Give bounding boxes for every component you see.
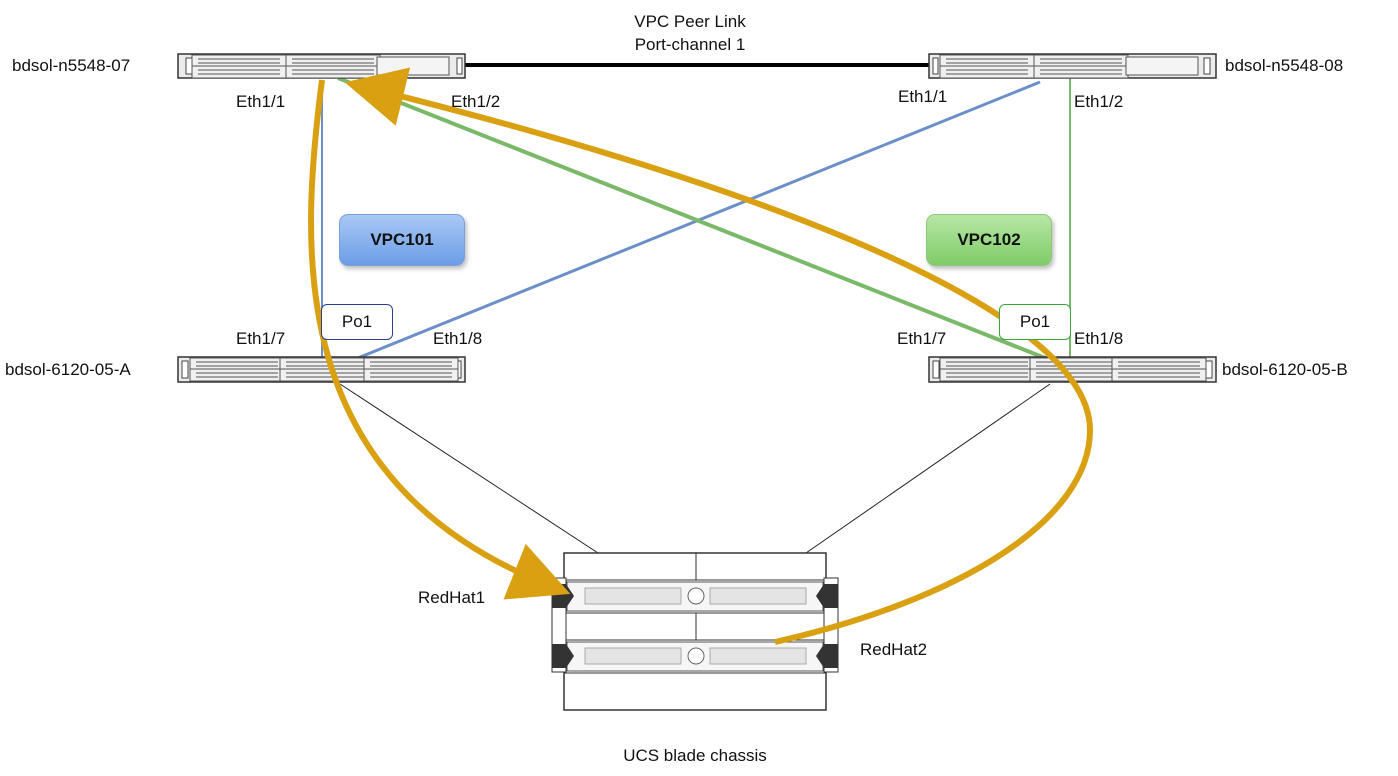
switch-fi-a-name: bdsol-6120-05-A xyxy=(5,360,131,379)
switch-n5548-07[interactable] xyxy=(177,53,466,79)
traffic-path-redhat1 xyxy=(308,79,571,600)
po1-badge-fi-a: Po1 xyxy=(321,304,393,340)
fi-a-chassis-link xyxy=(339,383,599,554)
po1-badge-fi-b: Po1 xyxy=(999,304,1071,340)
blue-link-n08-fia xyxy=(347,80,1041,364)
peer-link-label-2: Port-channel 1 xyxy=(634,35,746,54)
traffic-path-redhat2 xyxy=(344,67,1094,645)
vpc102-badge: VPC102 xyxy=(926,214,1052,266)
n08-port-eth1-2: Eth1/2 xyxy=(1074,92,1124,111)
fia-port-eth1-8: Eth1/8 xyxy=(433,329,483,348)
switch-fi-a[interactable] xyxy=(177,356,466,383)
fib-port-eth1-7: Eth1/7 xyxy=(897,329,947,348)
n07-port-eth1-2: Eth1/2 xyxy=(451,92,501,111)
chassis-caption: UCS blade chassis xyxy=(623,746,767,765)
peer-link-label-1: VPC Peer Link xyxy=(634,12,746,31)
switch-n5548-08[interactable] xyxy=(928,53,1217,79)
fi-b-chassis-link xyxy=(805,383,1051,554)
switch-fi-b-name: bdsol-6120-05-B xyxy=(1222,360,1348,379)
vpc101-badge: VPC101 xyxy=(339,214,465,266)
blade-redhat2-label: RedHat2 xyxy=(860,640,928,659)
blade-redhat2[interactable] xyxy=(552,641,838,672)
fia-port-eth1-7: Eth1/7 xyxy=(236,329,286,348)
fib-port-eth1-8: Eth1/8 xyxy=(1074,329,1124,348)
switch-n5548-07-name: bdsol-n5548-07 xyxy=(12,56,131,75)
n07-port-eth1-1: Eth1/1 xyxy=(236,92,286,111)
blade-redhat1[interactable] xyxy=(552,581,838,612)
ucs-chassis[interactable] xyxy=(551,552,839,711)
n08-port-eth1-1: Eth1/1 xyxy=(898,87,948,106)
switch-n5548-08-name: bdsol-n5548-08 xyxy=(1225,56,1344,75)
blade-redhat1-label: RedHat1 xyxy=(418,588,486,607)
green-link-n07-fib xyxy=(337,76,1051,362)
